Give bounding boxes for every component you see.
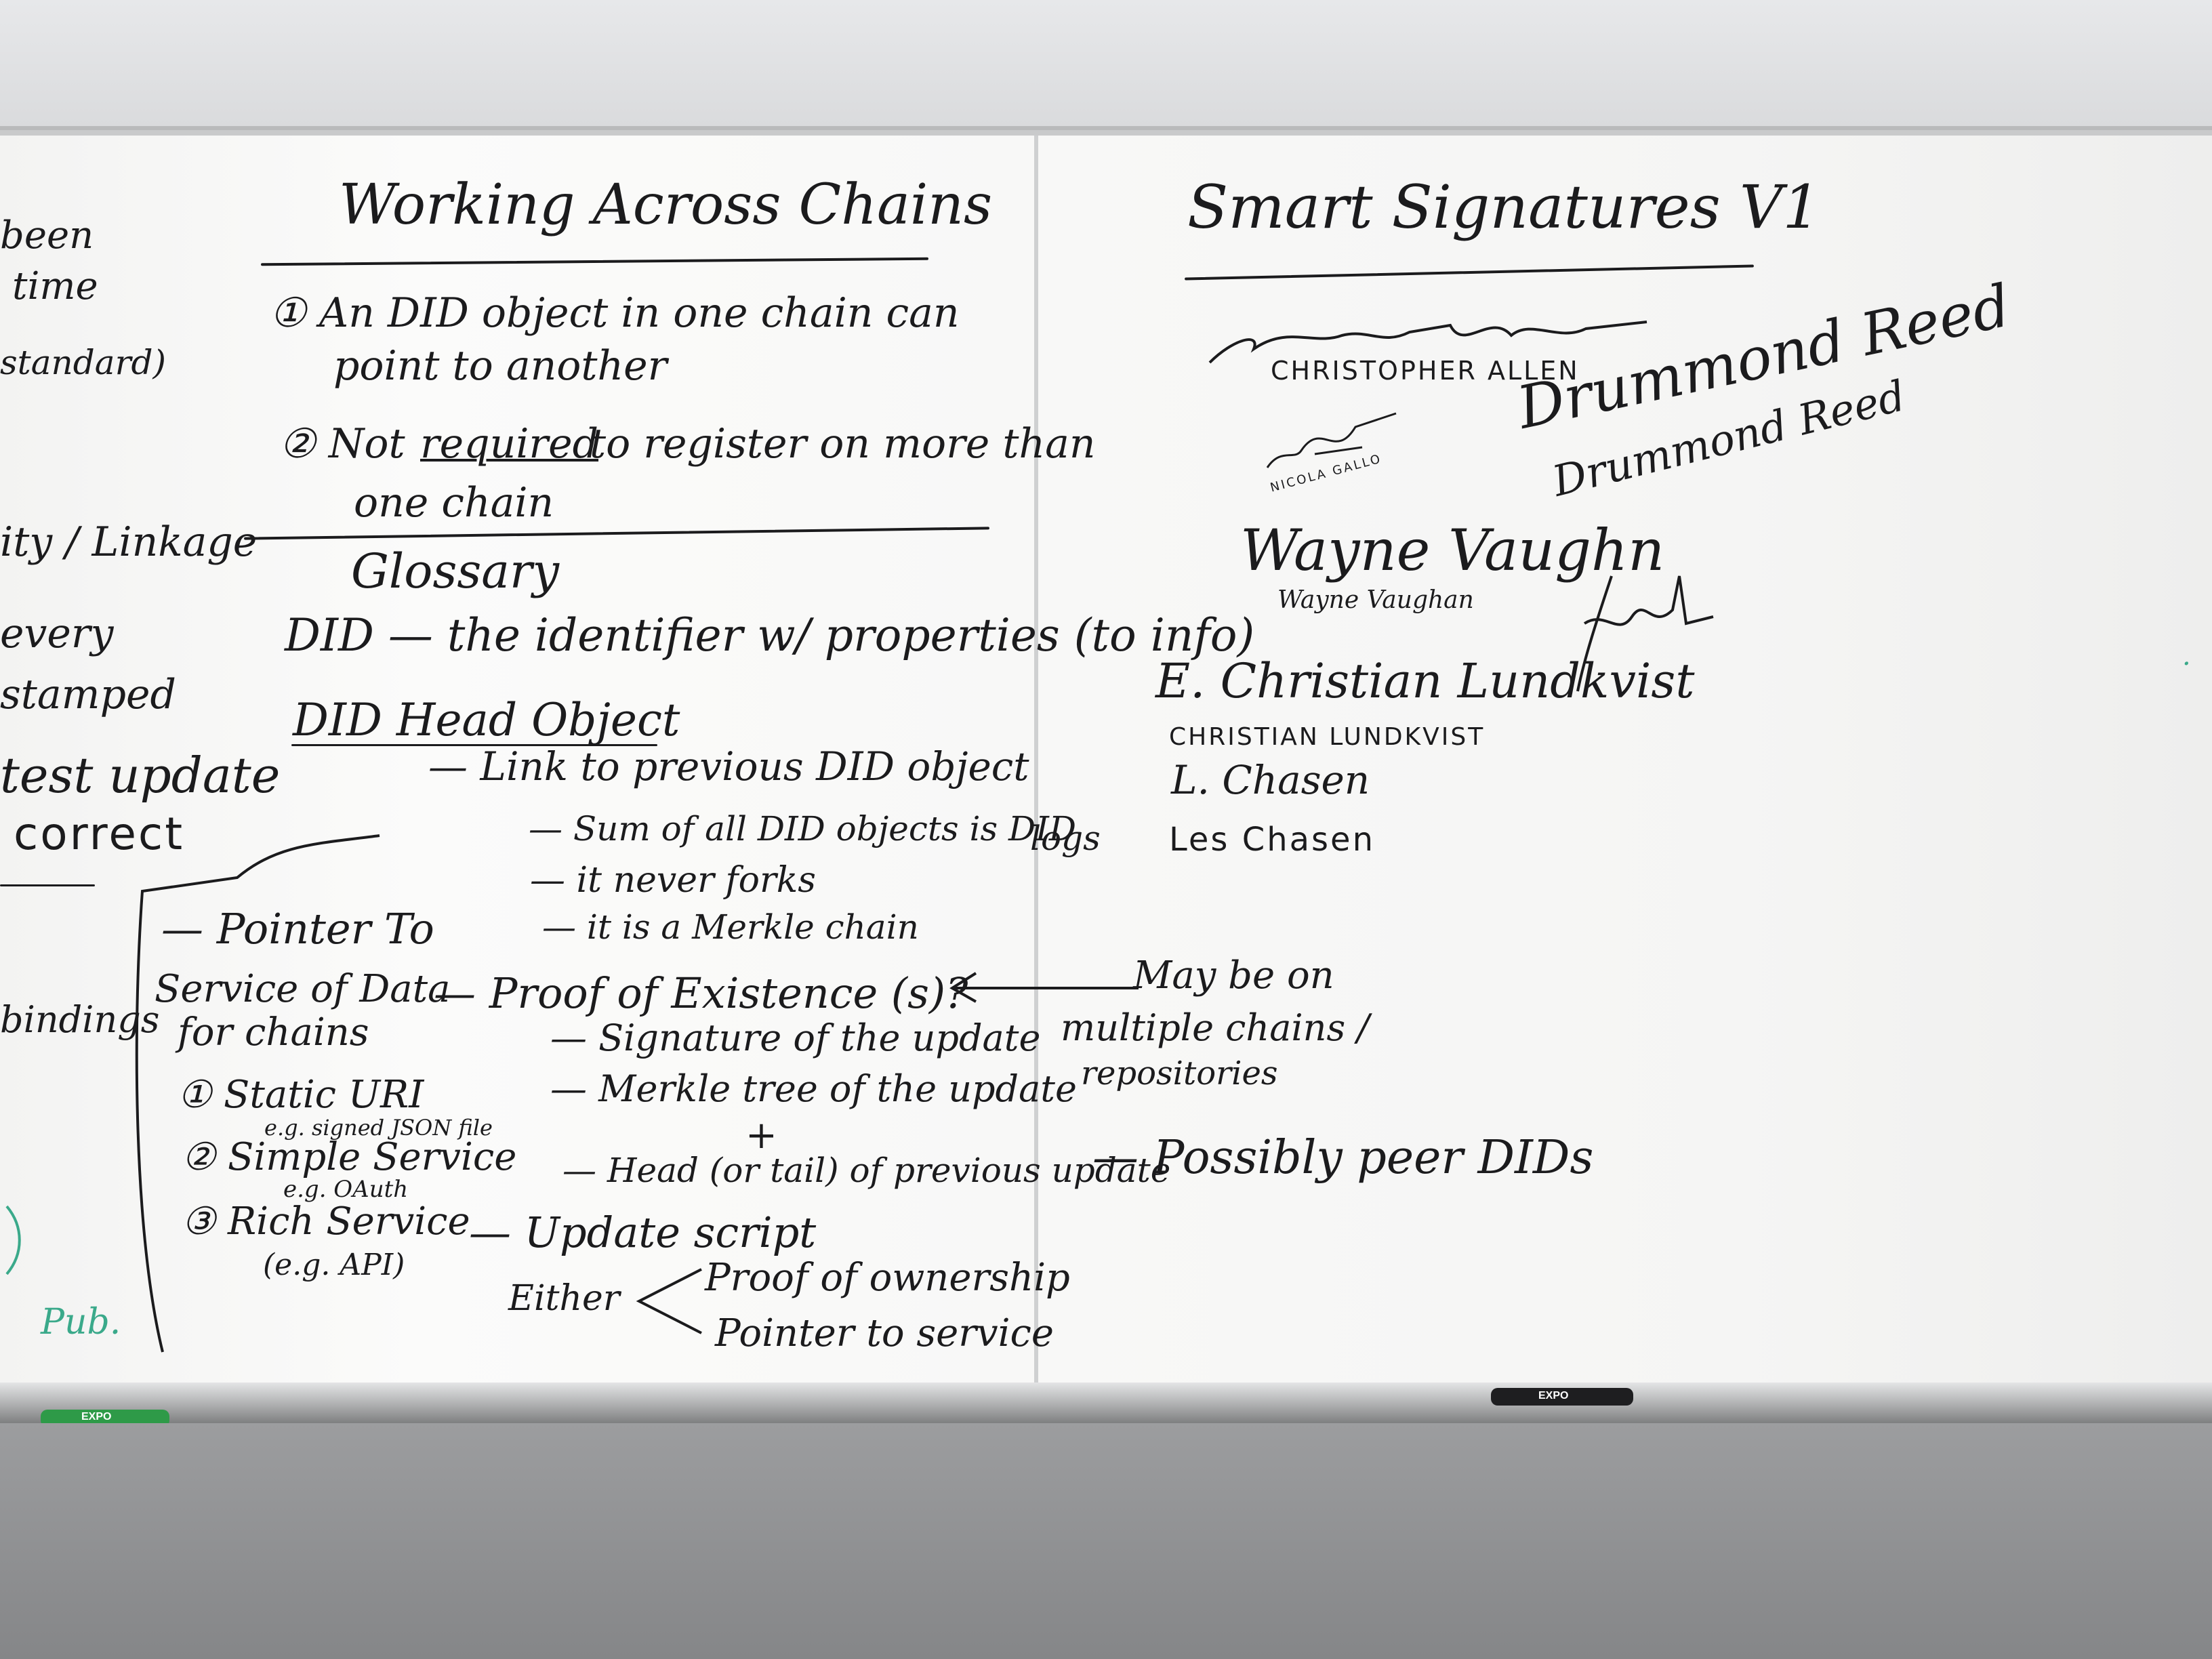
proof-ownership: Proof of ownership [705, 1256, 1070, 1300]
signature-christopher-allen [1208, 321, 1647, 364]
right-edge-green-mark: · [2182, 649, 2191, 680]
arrow-left-icon [949, 972, 1139, 1003]
edge-divider [0, 884, 95, 886]
item-1: ① An DID object in one chain can [270, 289, 960, 337]
edge-fragment-linkage: ity / Linkage [0, 518, 258, 566]
update-script: — Update script [469, 1208, 817, 1257]
plus-sign: + [745, 1113, 777, 1158]
sum-all-objects: — Sum of all DID objects is DID [529, 809, 1076, 848]
merkle-chain: — it is a Merkle chain [542, 907, 919, 947]
signature-nicola-gallo [1266, 412, 1397, 468]
glossary-title: Glossary [351, 544, 560, 599]
name-wayne-vaughan: Wayne Vaughan [1277, 586, 1474, 614]
multiple-chains: multiple chains / [1061, 1006, 1370, 1049]
item-2-cont: one chain [354, 479, 554, 527]
possibly-peer-dids: — Possibly peer DIDs [1092, 1131, 1594, 1185]
edge-fragment-been: been [0, 213, 94, 258]
name-les-chasen: Les Chasen [1169, 821, 1376, 859]
edge-green-bracket [5, 1205, 21, 1275]
left-title: Working Across Chains [339, 173, 993, 237]
did-head-underline [291, 744, 657, 746]
whiteboard-left-panel [0, 136, 1034, 1382]
link-previous: — Link to previous DID object [428, 743, 1029, 790]
right-title: Smart Signatures V1 [1187, 172, 1821, 242]
may-be-on: May be on [1133, 954, 1334, 998]
proof-existence: — Proof of Existence (s)? [434, 968, 968, 1018]
static-example: e.g. signed JSON file [264, 1115, 493, 1141]
signature-christian-lundkvist: E. Christian Lundkvist [1155, 653, 1695, 709]
wall-bottom [0, 1423, 2212, 1659]
item-2-required: required [420, 420, 599, 468]
merkle-tree: — Merkle tree of the update [550, 1067, 1077, 1110]
static-uri: ① Static URI [178, 1073, 424, 1117]
item-2-pre: ② Not [279, 420, 405, 468]
edge-fragment-correct: correct [14, 808, 185, 860]
edge-fragment-stamped: stamped [0, 671, 176, 718]
repositories: repositories [1081, 1054, 1278, 1092]
for-chains: for chains [178, 1010, 369, 1054]
head-tail: — Head (or tail) of previous update [562, 1151, 1171, 1190]
signature-les-chasen: L. Chasen [1171, 757, 1370, 803]
service-of-data: Service of Data [155, 967, 451, 1011]
name-christopher-allen: CHRISTOPHER ALLEN [1271, 356, 1580, 386]
name-christian-lundkvist: CHRISTIAN LUNDKVIST [1169, 723, 1486, 751]
pointer-box-outline [135, 834, 380, 1353]
logs-word: logs [1030, 819, 1101, 858]
edge-fragment-pub: Pub. [41, 1302, 121, 1343]
signature-unlabeled [1576, 575, 1714, 692]
edge-fragment-every: every [0, 610, 114, 657]
either-brace-icon [636, 1268, 702, 1334]
never-forks: — it never forks [530, 860, 816, 901]
item-1-cont: point to another [333, 342, 668, 390]
black-marker-label: EXPO [1538, 1390, 1569, 1401]
simple-example: e.g. OAuth [283, 1176, 409, 1203]
either-label: Either [508, 1278, 620, 1319]
did-definition: DID — the identifier w/ properties (to i… [285, 609, 1255, 661]
did-head-object: DID Head Object [293, 694, 680, 746]
wall-top [0, 0, 2212, 136]
edge-fragment-standard: standard) [0, 343, 166, 382]
pointer-to: — Pointer To [161, 904, 434, 954]
edge-fragment-time: time [12, 264, 98, 308]
panel-seam [1034, 136, 1038, 1382]
pointer-service: Pointer to service [715, 1311, 1054, 1355]
green-marker-label: EXPO [81, 1411, 112, 1422]
rich-service: ③ Rich Service [182, 1200, 470, 1244]
signature-wayne-vaughan: Wayne Vaughn [1240, 517, 1665, 583]
signature-update: — Signature of the update [550, 1017, 1041, 1059]
edge-fragment-update: test update [0, 747, 281, 804]
black-marker[interactable]: EXPO [1491, 1388, 1633, 1406]
marker-tray [0, 1382, 2212, 1423]
item-2-post: to register on more than [590, 420, 1096, 468]
simple-service: ② Simple Service [182, 1135, 517, 1179]
rich-example: (e.g. API) [263, 1248, 405, 1282]
edge-fragment-bindings: bindings [0, 998, 160, 1041]
